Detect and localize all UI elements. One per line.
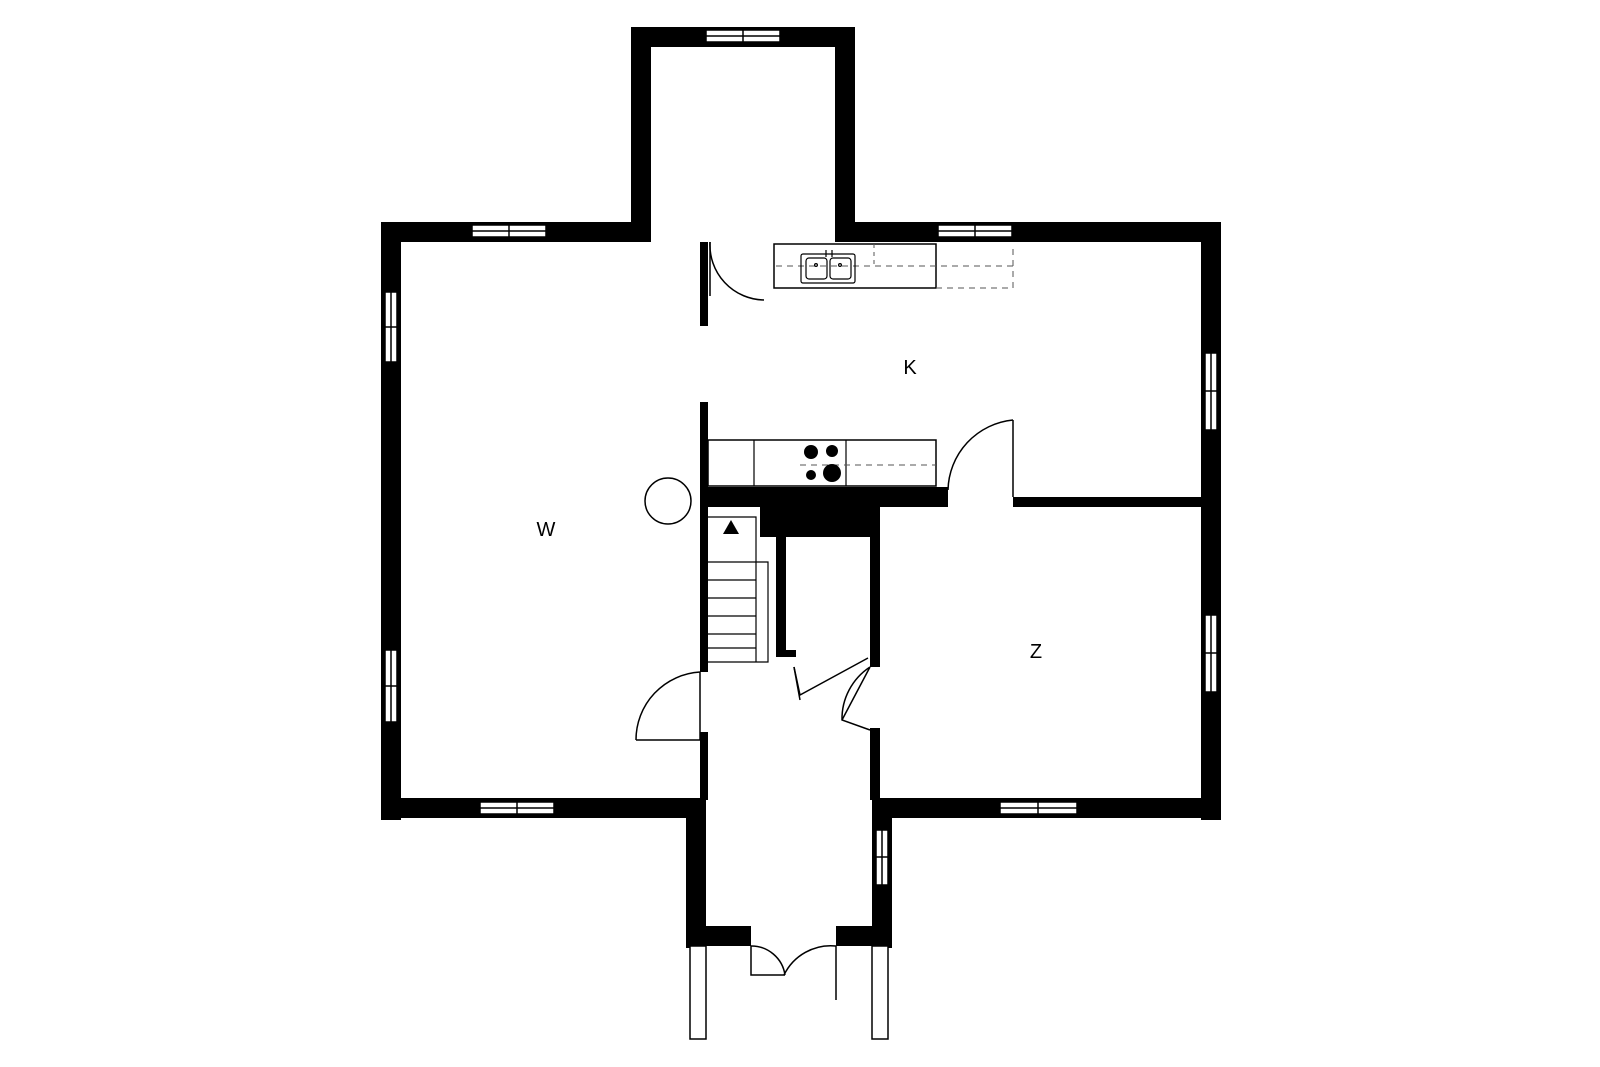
room-label-living: W: [537, 519, 556, 541]
window-living-left-upper: [384, 291, 398, 363]
interior-wall-w-k-upper: [700, 242, 708, 326]
window-living-bottom: [479, 801, 555, 815]
room-label-kitchen: K: [903, 357, 917, 379]
porch: [689, 945, 889, 1040]
room-label-bedroom: Z: [1030, 641, 1042, 663]
window-bedroom-bottom: [999, 801, 1078, 815]
chimney-block: [760, 487, 878, 537]
window-kitchen-top: [937, 224, 1013, 238]
bedroom-left-wall-lower: [870, 728, 880, 800]
bedroom-left-wall-upper: [870, 497, 880, 667]
window-bedroom-right: [1204, 614, 1218, 693]
window-annex-top: [705, 29, 781, 43]
counter-dash-2: [936, 244, 1014, 289]
stove-round-icon: [644, 477, 692, 525]
closet-left-wall: [776, 537, 786, 657]
annex-left-wall: [631, 27, 651, 240]
window-vestibule-right: [875, 829, 889, 886]
sink-icon: [800, 250, 856, 284]
door-living: [635, 671, 701, 741]
vestibule-front-left: [686, 926, 751, 946]
stove-icon: [804, 445, 841, 482]
room-labels: W K Z: [537, 357, 1043, 663]
staircase: [708, 516, 769, 663]
vestibule-front-right: [836, 926, 892, 946]
window-living-top: [471, 224, 547, 238]
interior-wall-hall-left: [700, 732, 708, 800]
windows: [384, 29, 1218, 886]
porch-post-left: [689, 945, 707, 1040]
kitchen-fixtures: [707, 243, 1014, 487]
door-entrance: [750, 944, 837, 1000]
stair-wall: [700, 507, 708, 672]
window-living-left-lower: [384, 649, 398, 723]
door-kitchen-bedroom: [947, 419, 1014, 497]
door-closet: [793, 657, 869, 701]
right-outer-wall: [1201, 222, 1221, 820]
annex-right-wall: [835, 27, 855, 240]
doors: [635, 241, 1014, 1000]
stair-direction-arrow-icon: [723, 520, 739, 534]
porch-post-right: [871, 945, 889, 1040]
top-wall-right: [835, 222, 1221, 242]
lower-counter: [707, 439, 937, 487]
vestibule-left-wall: [686, 798, 706, 948]
window-kitchen-right: [1204, 352, 1218, 431]
door-annex: [709, 241, 765, 301]
door-bedroom: [841, 666, 871, 731]
kitchen-bottom-wall-right: [1013, 497, 1221, 507]
closet-bottom-left: [776, 650, 796, 657]
